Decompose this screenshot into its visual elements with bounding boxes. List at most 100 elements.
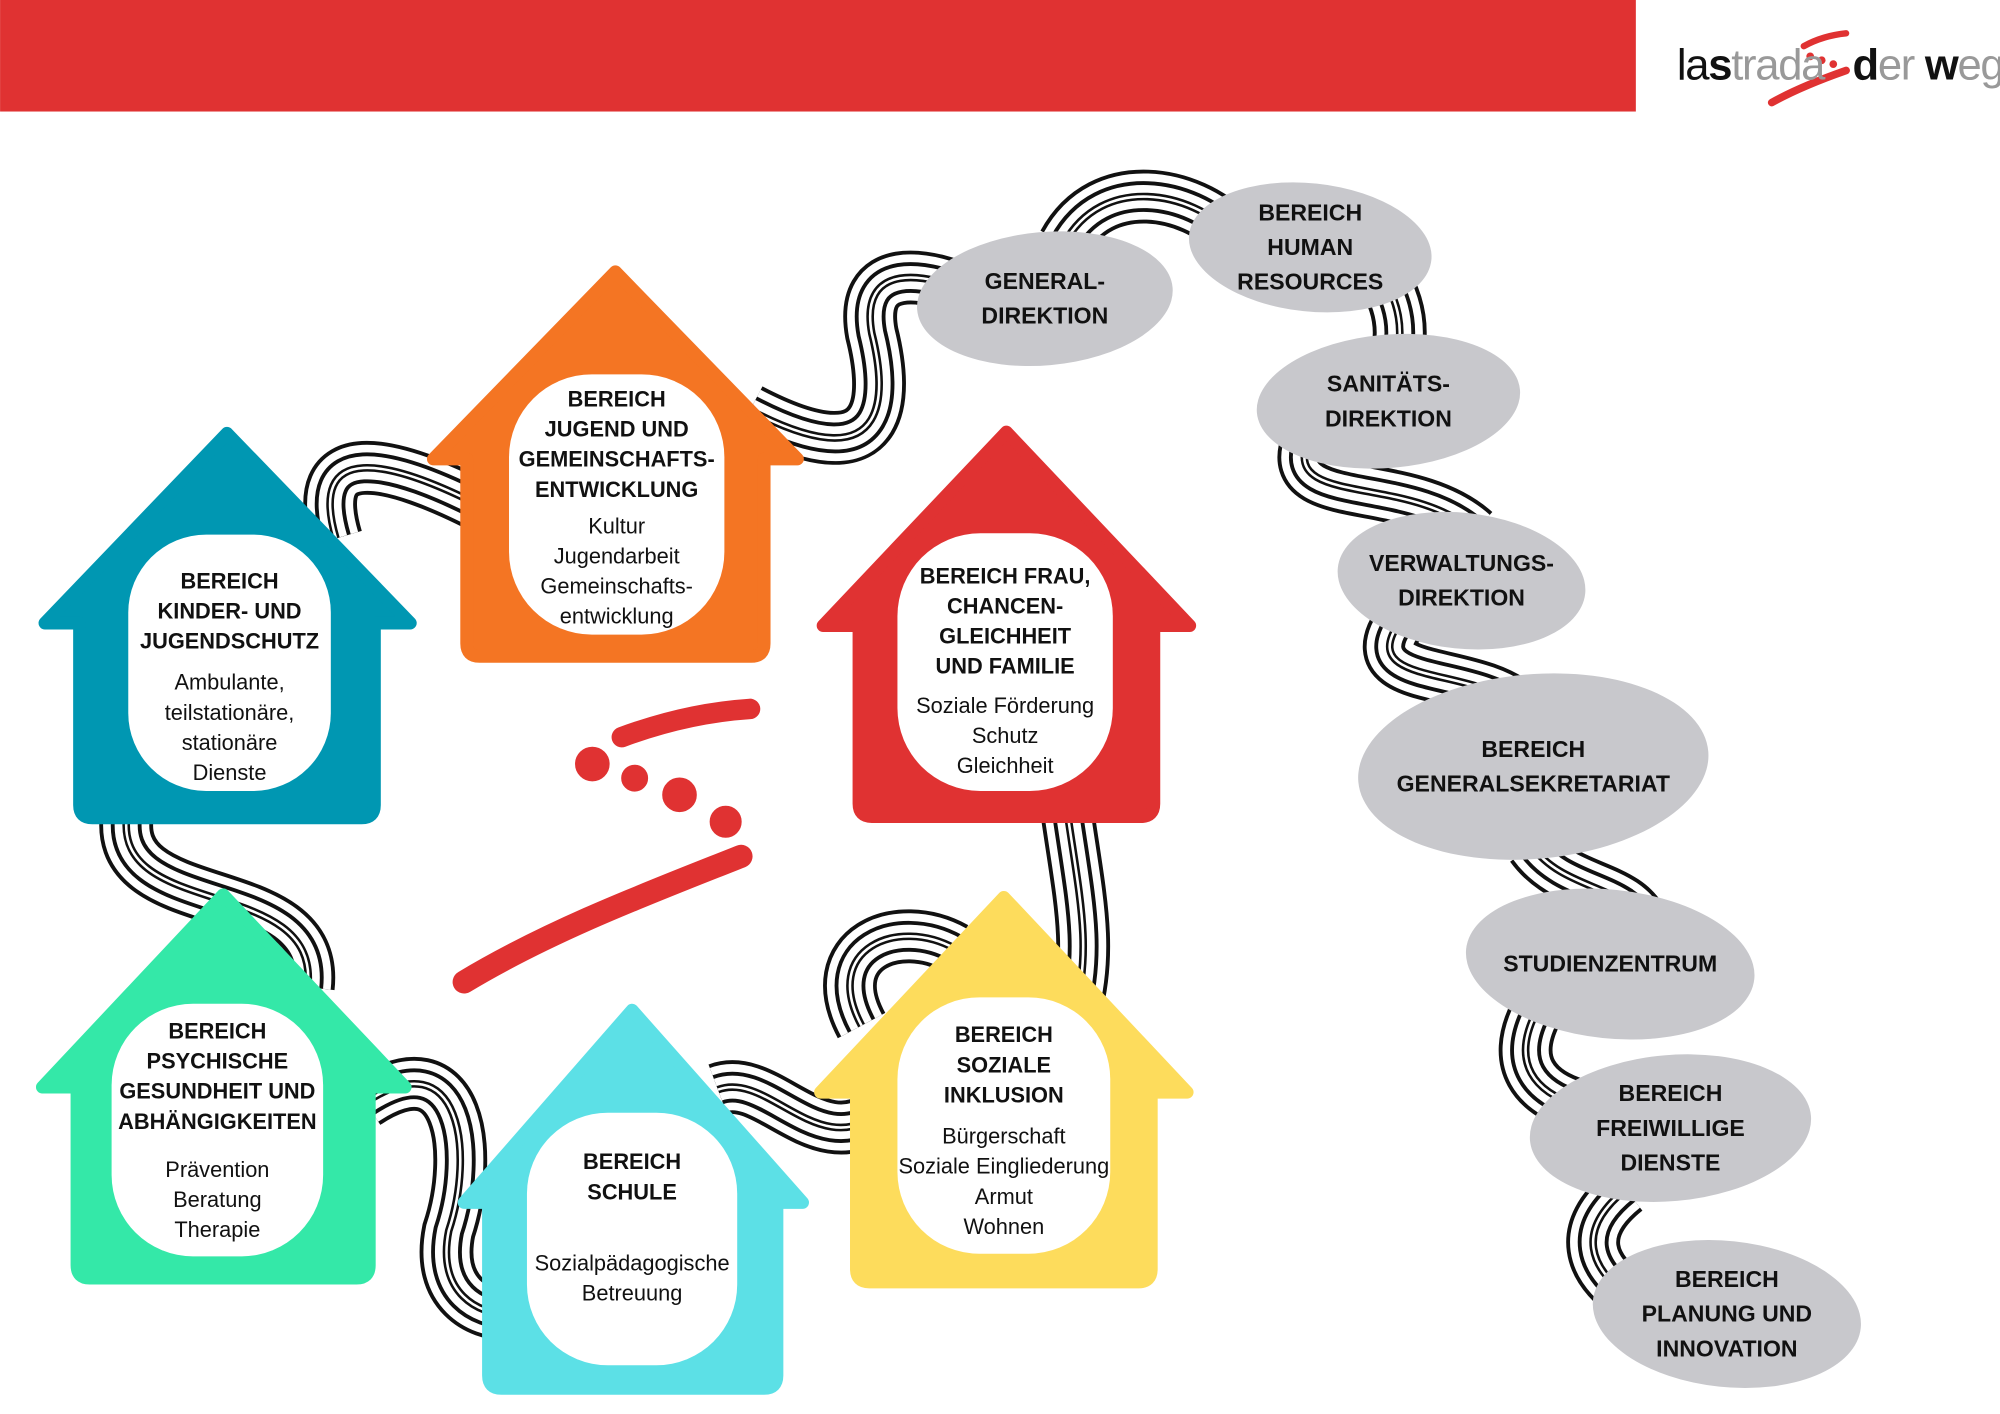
house-item: Betreuung	[582, 1281, 683, 1306]
house-label-panel	[509, 374, 725, 635]
house-frau-chancengleichheit: BEREICH FRAU, CHANCEN- GLEICHHEIT UND FAMIL…	[816, 425, 1197, 824]
house-label-panel	[897, 533, 1113, 791]
house-item: Wohnen	[963, 1214, 1044, 1239]
brush-dot	[662, 777, 697, 813]
house-title-line: SOZIALE	[957, 1052, 1051, 1077]
logo-text: lastrada	[1677, 41, 1826, 89]
house-item: Ambulante,	[174, 670, 284, 695]
house-item: Armut	[975, 1184, 1033, 1209]
logo-dot	[1817, 56, 1826, 65]
stone-label-line: PLANUNG UND	[1642, 1301, 1812, 1327]
house-label-panel	[128, 534, 331, 791]
house-title-line: INKLUSION	[944, 1082, 1064, 1107]
house-title-line: JUGENDSCHUTZ	[140, 629, 319, 654]
house-item: Schutz	[972, 723, 1039, 748]
stone-label-line: BEREICH	[1481, 736, 1585, 762]
house-soziale-inklusion: BEREICH SOZIALE INKLUSION BürgerschaftSozia…	[814, 890, 1194, 1289]
stone-shape	[1337, 511, 1586, 650]
header-bar	[0, 0, 1636, 112]
stone-label-line: GENERAL-	[985, 268, 1105, 294]
logo-dot	[1829, 60, 1838, 68]
stone-label-line: DIREKTION	[981, 303, 1108, 329]
house-item: Soziale Eingliederung	[898, 1154, 1109, 1179]
stone-shape	[1529, 1054, 1812, 1202]
house-item: entwicklung	[560, 604, 674, 629]
house-title-line: ABHÄNGIGKEITEN	[118, 1109, 316, 1134]
house-item: Beratung	[173, 1187, 261, 1212]
house-title-line: GESUNDHEIT UND	[119, 1079, 315, 1104]
stone-label-line: BEREICH	[1675, 1266, 1779, 1292]
stone-label-line: GENERALSEKRETARIAT	[1397, 771, 1670, 797]
brush-dot	[575, 746, 610, 782]
stone-label-line: HUMAN	[1267, 234, 1353, 260]
house-item: stationäre	[182, 730, 278, 755]
house-item: Sozialpädagogische	[535, 1250, 730, 1275]
stone-shape	[1188, 182, 1432, 313]
stone-label-line: INNOVATION	[1656, 1335, 1797, 1361]
stone-label-line: DIENSTE	[1620, 1149, 1720, 1175]
house-title-line: BEREICH	[955, 1022, 1053, 1047]
house-title-line: BEREICH	[568, 386, 666, 411]
house-label-panel	[526, 1112, 738, 1366]
house-title-line: BEREICH	[168, 1018, 266, 1043]
house-item: Dienste	[193, 760, 267, 785]
stone-label-line: VERWALTUNGS-	[1369, 550, 1554, 576]
stone-studienzentrum: STUDIENZENTRUM	[1465, 888, 1755, 1040]
stone-shape	[1256, 333, 1521, 469]
logo-swoosh-icon	[1767, 66, 1850, 107]
stone-label-line: STUDIENZENTRUM	[1503, 951, 1717, 977]
stone-label-line: BEREICH	[1619, 1080, 1723, 1106]
brush-stroke-top	[611, 698, 761, 748]
house-item: Kultur	[588, 513, 645, 538]
logo-swoosh-top	[1800, 30, 1850, 50]
house-title-line: GLEICHHEIT	[939, 624, 1072, 649]
stone-shape	[1465, 888, 1755, 1040]
house-title-line: UND FAMILIE	[936, 654, 1075, 679]
house-item: Gemeinschafts-	[540, 574, 693, 599]
logo-text-2: der weg	[1853, 41, 2000, 89]
stone-planung-innovation: BEREICH PLANUNG UND INNOVATION	[1592, 1239, 1861, 1389]
brush-stroke-bottom	[452, 844, 753, 994]
house-title-line: CHANCEN-	[947, 593, 1063, 618]
stone-sanitaetsdirektion: SANITÄTS- DIREKTION	[1256, 333, 1521, 469]
stone-label-line: BEREICH	[1258, 199, 1362, 225]
stone-shape	[1358, 673, 1709, 860]
stone-label-line: SANITÄTS-	[1327, 371, 1450, 397]
house-item: Prävention	[165, 1157, 269, 1182]
stone-verwaltungsdirektion: VERWALTUNGS- DIREKTION	[1337, 511, 1586, 650]
house-title-line: BEREICH	[181, 568, 279, 593]
stone-label-line: DIREKTION	[1398, 585, 1525, 611]
road-line	[328, 466, 495, 539]
house-item: Jugendarbeit	[554, 543, 680, 568]
house-item: Gleichheit	[957, 753, 1054, 778]
logo: lastrada der weg	[1677, 30, 2000, 107]
house-label-panel	[897, 997, 1111, 1254]
house-item: Soziale Förderung	[916, 693, 1094, 718]
house-kinder-jugendschutz: BEREICH KINDER- UND JUGENDSCHUTZ Ambulante,…	[38, 426, 417, 825]
house-jugend-gemeinschaft: BEREICH JUGEND UND GEMEINSCHAFTS- ENTWICKLU…	[426, 265, 804, 663]
house-title-line: BEREICH FRAU,	[920, 563, 1091, 588]
road-line	[364, 1082, 507, 1316]
house-title-line: KINDER- UND	[158, 599, 302, 624]
house-label-panel	[111, 1003, 324, 1257]
house-item: Bürgerschaft	[942, 1124, 1065, 1149]
stone-shape	[917, 231, 1173, 367]
house-title-line: ENTWICKLUNG	[535, 477, 698, 502]
house-title-line: JUGEND UND	[545, 417, 689, 442]
road-line	[848, 935, 956, 1027]
brush-dot	[709, 805, 742, 838]
house-title-line: PSYCHISCHE	[147, 1049, 289, 1074]
logo-dot	[1806, 52, 1815, 61]
house-item: Therapie	[174, 1217, 260, 1242]
brush-dot	[621, 764, 649, 792]
house-title-line: SCHULE	[587, 1179, 677, 1204]
stone-label-line: DIREKTION	[1325, 405, 1452, 431]
house-title-line: GEMEINSCHAFTS-	[519, 447, 715, 472]
stone-shape	[1592, 1239, 1861, 1389]
house-item: teilstationäre,	[165, 700, 295, 725]
stones: GENERAL-DIREKTIONBEREICHHUMANRESOURCESSA…	[917, 182, 1861, 1389]
